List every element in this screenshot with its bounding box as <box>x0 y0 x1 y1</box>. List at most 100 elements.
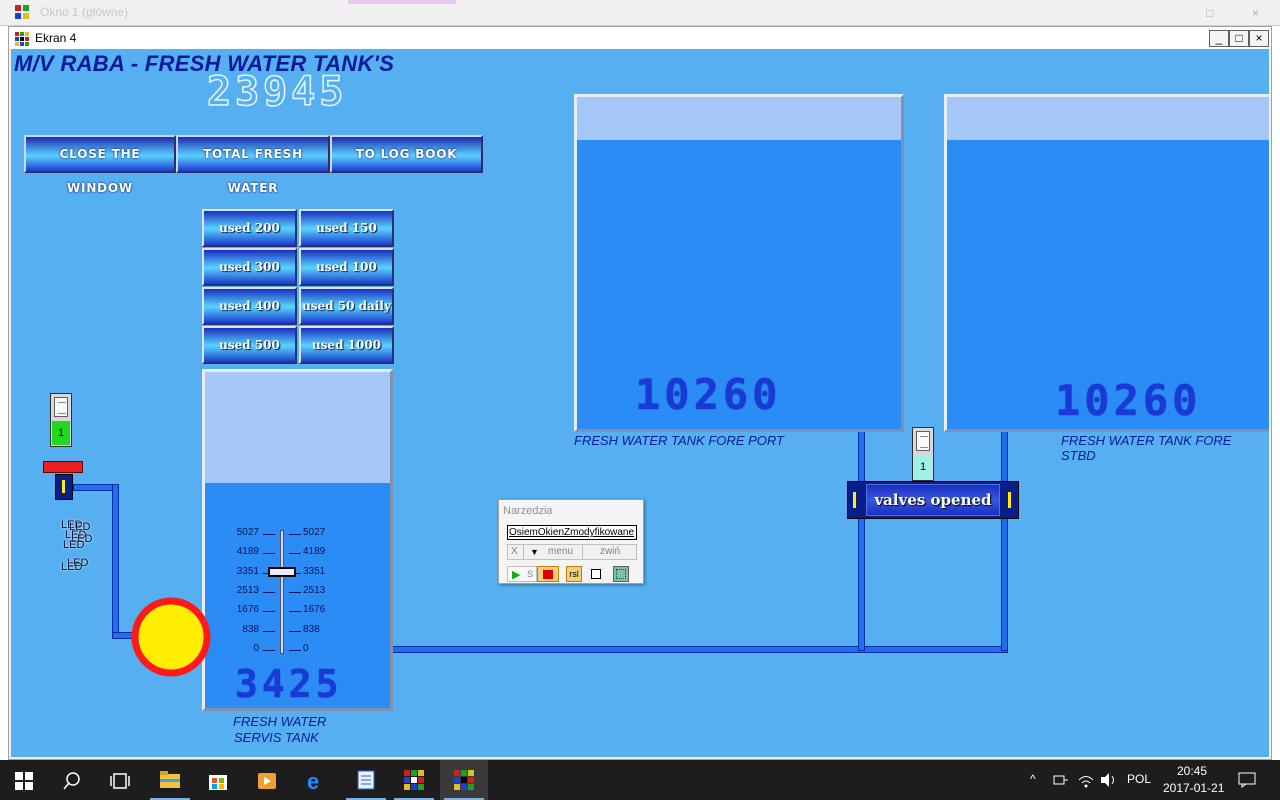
used-300-button[interactable]: used 300 daily <box>202 248 297 308</box>
to-log-book-button[interactable]: TO LOG BOOK <box>330 135 483 173</box>
minimize-button[interactable]: _ <box>1209 30 1229 47</box>
store-button[interactable] <box>194 760 242 800</box>
play-icon: ▶ <box>512 569 521 581</box>
scale-tick-left: 2513 <box>236 584 259 596</box>
folder-icon <box>160 771 180 788</box>
level-slider-thumb[interactable] <box>268 567 296 578</box>
collapse-button[interactable]: zwiń <box>600 546 621 557</box>
document-icon <box>357 770 375 790</box>
rsl-button[interactable]: rsl <box>566 566 582 582</box>
scale-tick-left: 5027 <box>236 527 259 538</box>
notepad-button[interactable] <box>342 760 390 800</box>
edge-icon: e <box>307 771 319 791</box>
fore-stbd-tank-label: FRESH WATER TANK FORE STBD <box>1061 433 1232 463</box>
window-name-field[interactable]: OsiemOkienZmodyfikowane <box>507 525 637 540</box>
pipe-segment <box>112 484 119 639</box>
show-hidden-icons[interactable]: ^ <box>1030 772 1036 786</box>
hmi-app-button-1[interactable] <box>390 760 438 800</box>
notifications-icon[interactable] <box>1238 772 1256 788</box>
option-checkbox[interactable] <box>591 569 601 579</box>
language-indicator[interactable]: POL <box>1127 772 1152 786</box>
stop-button[interactable] <box>537 566 559 582</box>
volume-icon[interactable] <box>1100 772 1118 788</box>
media-player-button[interactable] <box>243 760 291 800</box>
pump-indicator <box>43 461 83 473</box>
close-button[interactable]: × <box>1249 30 1269 47</box>
used-1000-button[interactable]: used 1000 daily <box>299 326 394 386</box>
valves-control[interactable]: valves opened <box>847 481 1019 519</box>
media-player-icon <box>258 773 276 789</box>
fore-port-tank: 10260 <box>574 94 904 432</box>
ekran-window: Ekran 4 _ □ × M/V RABA - FRESH WATER TAN… <box>8 26 1272 760</box>
pump-valve[interactable] <box>55 474 73 500</box>
search-button[interactable] <box>48 760 96 800</box>
used-100-button[interactable]: used 100 daily <box>299 248 394 308</box>
network-adapter-icon[interactable] <box>1053 773 1069 787</box>
led-label: LED <box>61 519 83 531</box>
scale-tick-right: 4189 <box>303 546 326 558</box>
maximize-button[interactable]: □ <box>1229 30 1249 47</box>
start-button[interactable] <box>0 760 48 800</box>
background-maximize-icon[interactable]: □ <box>1206 6 1214 20</box>
fore-port-tank-display: 10260 <box>635 370 782 419</box>
valves-opened-button[interactable]: valves opened <box>866 484 1000 516</box>
file-explorer-button[interactable] <box>146 760 194 800</box>
led-label: LED <box>69 521 91 533</box>
task-view-icon <box>110 773 130 789</box>
start-label: S <box>527 569 534 579</box>
scale-tick-mark <box>263 553 275 555</box>
servis-tank-label-line1: FRESH WATER <box>233 714 327 729</box>
led-label: LED <box>61 561 83 573</box>
windows-icon <box>15 772 33 790</box>
background-highlight <box>348 0 456 4</box>
scale-tick-right: 0 <box>303 642 309 654</box>
scale-tick-left: 4189 <box>236 546 259 558</box>
switch-knob <box>916 431 930 451</box>
close-icon: × <box>1255 31 1263 45</box>
scale-tick-mark <box>289 591 301 593</box>
scale-tick-right: 5027 <box>303 527 326 538</box>
narzedzia-toolbar: X ▼ menu zwiń <box>507 544 637 560</box>
valve-switch[interactable]: 1 <box>912 427 934 481</box>
used-150-button[interactable]: used 150 daily <box>299 209 394 269</box>
narzedzia-close-button[interactable]: X <box>511 546 518 557</box>
servis-tank-water <box>205 482 390 708</box>
clock-date[interactable]: 2017-01-21 <box>1163 781 1225 795</box>
task-view-button[interactable] <box>96 760 144 800</box>
narzedzia-panel: Narzedzia OsiemOkienZmodyfikowane X ▼ me… <box>498 499 644 584</box>
narzedzia-title: Narzedzia <box>503 505 553 517</box>
pump-switch[interactable]: 1 <box>50 393 72 447</box>
clock-time[interactable]: 20:45 <box>1177 764 1208 778</box>
scale-tick-mark <box>289 630 301 632</box>
scale-tick-mark <box>289 649 301 651</box>
menu-dropdown-icon[interactable]: ▼ <box>530 547 539 557</box>
scale-tick-left: 0 <box>253 642 259 654</box>
close-window-button[interactable]: CLOSE THE WINDOW <box>24 135 176 195</box>
background-window: Okno 1 (główne) □ × <box>0 0 1280 26</box>
used-500-button[interactable]: used 500 daily <box>202 326 297 386</box>
grid-app-icon <box>454 770 474 790</box>
wifi-icon[interactable] <box>1077 772 1095 788</box>
edge-button[interactable]: e <box>292 760 340 800</box>
screen-icon[interactable] <box>613 566 629 582</box>
led-label: LED <box>65 529 87 541</box>
fore-port-tank-label: FRESH WATER TANK FORE PORT <box>574 433 784 448</box>
pump-icon[interactable] <box>131 597 211 677</box>
background-window-title[interactable]: Okno 1 (główne) <box>40 5 129 19</box>
window-title: Ekran 4 <box>35 31 77 45</box>
scale-tick-left: 3351 <box>236 565 259 577</box>
scale-tick-right: 1676 <box>303 604 326 616</box>
background-close-icon[interactable]: × <box>1252 6 1260 20</box>
used-400-button[interactable]: used 400 daily <box>202 287 297 347</box>
hmi-app-button-2[interactable] <box>440 760 488 800</box>
used-200-button[interactable]: used 200 daily <box>202 209 297 269</box>
scale-tick-mark <box>289 553 301 555</box>
used-50-button[interactable]: used 50 daily <box>299 287 394 325</box>
taskbar: e ^ POL 20:45 2017-01-21 <box>0 760 1280 800</box>
menu-button[interactable]: menu <box>548 546 574 557</box>
title-bar[interactable]: Ekran 4 _ □ × <box>9 27 1271 49</box>
total-fresh-water-button[interactable]: TOTAL FRESH WATER <box>176 135 330 195</box>
start-button[interactable]: ▶ S <box>507 566 537 582</box>
fore-stbd-tank-display: 10260 <box>1055 376 1202 425</box>
